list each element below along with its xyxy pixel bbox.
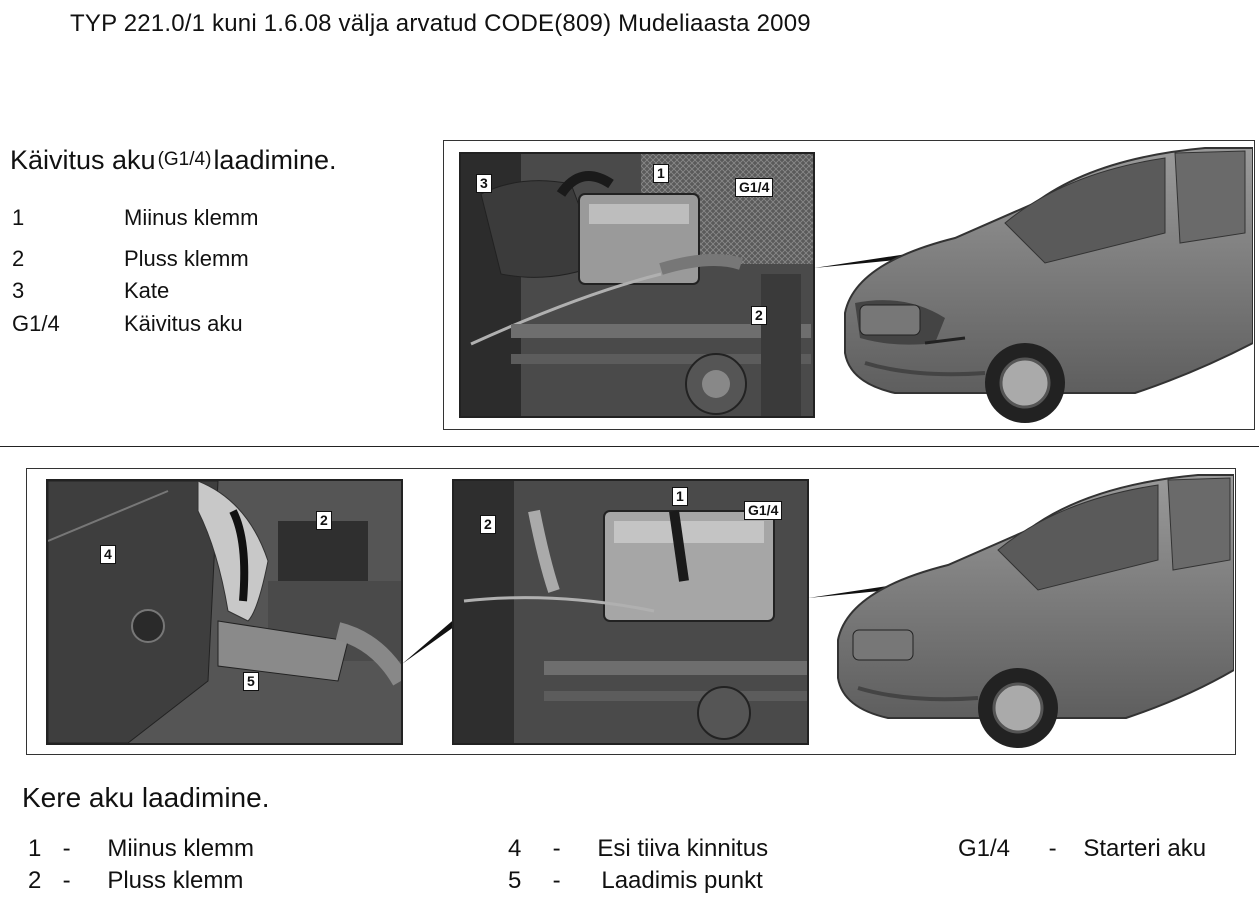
callout-label: G1/4 bbox=[735, 178, 773, 197]
legend2-sep: - bbox=[63, 867, 101, 895]
legend2-row: 1 - Miinus klemm bbox=[28, 835, 254, 863]
car-illustration bbox=[835, 143, 1253, 428]
legend1-code: 1 bbox=[12, 205, 24, 231]
legend1-desc: Käivitus aku bbox=[124, 311, 243, 337]
engine-bay-photo-2: 1 G1/4 2 bbox=[452, 479, 809, 745]
legend2-sep: - bbox=[553, 835, 591, 863]
legend1-code: G1/4 bbox=[12, 311, 60, 337]
fender-photo: 2 4 5 bbox=[46, 479, 403, 745]
legend1-code: 3 bbox=[12, 278, 24, 304]
legend2-num: G1/4 bbox=[958, 835, 1042, 863]
section1-title: Käivitus aku(G1/4)laadimine. bbox=[10, 145, 337, 176]
section1-title-pre: Käivitus aku bbox=[10, 145, 156, 175]
legend2-sep: - bbox=[63, 835, 101, 863]
callout-label: G1/4 bbox=[744, 501, 782, 520]
legend2-num: 2 bbox=[28, 867, 56, 895]
callout-label: 1 bbox=[653, 164, 669, 183]
page-header: TYP 221.0/1 kuni 1.6.08 välja arvatud CO… bbox=[70, 10, 811, 38]
section1-title-code: (G1/4) bbox=[158, 149, 212, 170]
car-illustration-2 bbox=[830, 470, 1234, 753]
legend2-desc: Pluss klemm bbox=[107, 867, 243, 895]
legend2-row: 5 - Laadimis punkt bbox=[508, 867, 763, 895]
section-divider bbox=[0, 446, 1259, 447]
legend2-row: G1/4 - Starteri aku bbox=[958, 835, 1206, 863]
pointer-line bbox=[400, 608, 460, 668]
section1-title-post: laadimine. bbox=[213, 145, 336, 175]
legend2-num: 1 bbox=[28, 835, 56, 863]
legend2-num: 4 bbox=[508, 835, 546, 863]
legend2-desc: Starteri aku bbox=[1083, 835, 1206, 863]
legend2-desc: Miinus klemm bbox=[107, 835, 254, 863]
legend2-sep: - bbox=[1049, 835, 1077, 863]
legend1-code: 2 bbox=[12, 246, 24, 272]
legend2-num: 5 bbox=[508, 867, 546, 895]
section2-title: Kere aku laadimine. bbox=[22, 782, 269, 814]
engine-bay-photo: 1 G1/4 3 2 bbox=[459, 152, 815, 418]
callout-label: 5 bbox=[243, 672, 259, 691]
car-drawing-2 bbox=[830, 470, 1234, 753]
legend2-sep: - bbox=[553, 867, 595, 895]
callout-label: 3 bbox=[476, 174, 492, 193]
legend1-desc: Miinus klemm bbox=[124, 205, 258, 231]
legend2-row: 2 - Pluss klemm bbox=[28, 867, 243, 895]
legend1-desc: Pluss klemm bbox=[124, 246, 249, 272]
legend2-row: 4 - Esi tiiva kinnitus bbox=[508, 835, 768, 863]
engine-bay-illustration-2 bbox=[454, 481, 807, 743]
car-drawing bbox=[835, 143, 1253, 428]
fender-illustration bbox=[48, 481, 401, 743]
callout-label: 2 bbox=[480, 515, 496, 534]
callout-label: 2 bbox=[316, 511, 332, 530]
legend1-desc: Kate bbox=[124, 278, 169, 304]
callout-label: 2 bbox=[751, 306, 767, 325]
callout-label: 4 bbox=[100, 545, 116, 564]
legend2-desc: Laadimis punkt bbox=[601, 867, 762, 895]
callout-label: 1 bbox=[672, 487, 688, 506]
legend2-desc: Esi tiiva kinnitus bbox=[597, 835, 768, 863]
